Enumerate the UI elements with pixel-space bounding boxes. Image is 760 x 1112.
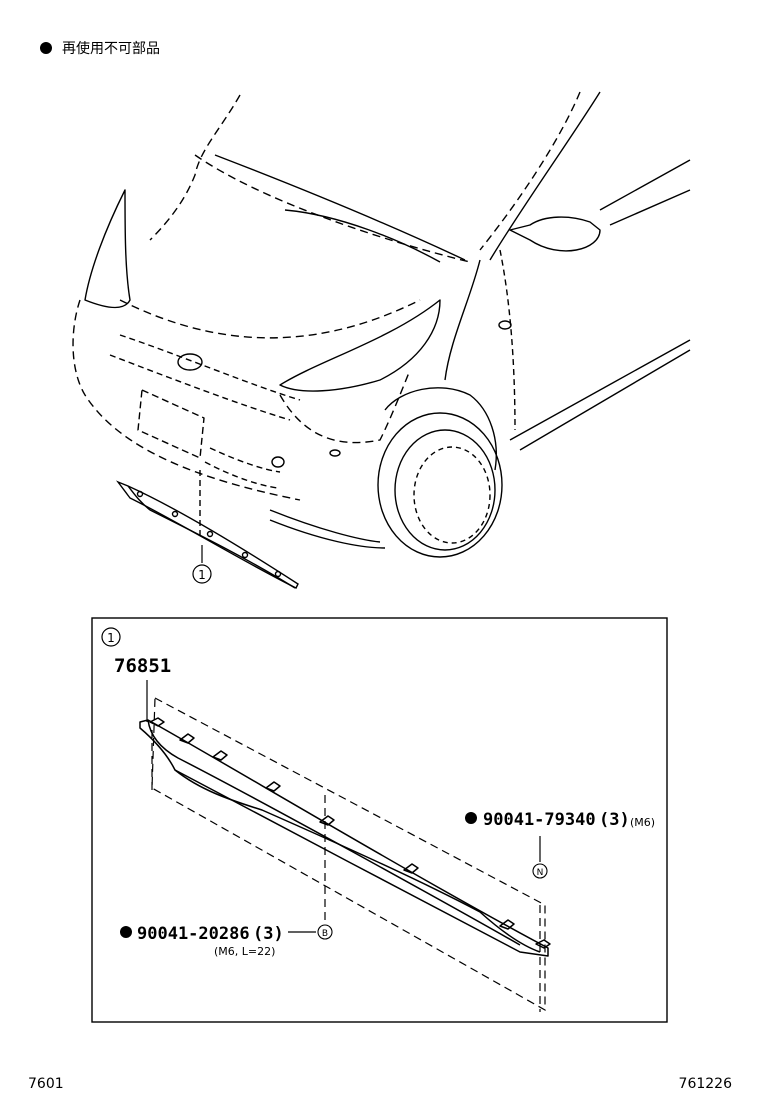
- legend: 再使用不可部品: [40, 38, 160, 58]
- fastener-2-qty: (3): [253, 924, 284, 944]
- detail-frame: [91, 617, 668, 1023]
- fastener-1-qty: (3): [599, 810, 630, 830]
- spoiler-part-large: [139, 717, 551, 957]
- callout-1: 1: [192, 545, 212, 584]
- assembly-envelope: [151, 697, 546, 1012]
- legend-text: 再使用不可部品: [62, 41, 160, 57]
- fastener-1-tag: N: [537, 868, 544, 878]
- non-reusable-bullet-icon: [120, 926, 132, 938]
- tag-b-icon: [317, 924, 333, 940]
- spoiler-part-small: [115, 480, 299, 589]
- fastener-1-spec: (M6): [630, 816, 655, 829]
- part-number-76851: 76851: [114, 655, 171, 677]
- fastener-2-spec: (M6, L=22): [214, 945, 275, 958]
- non-reusable-bullet-icon: [465, 812, 477, 824]
- fastener-79340: 90041-79340 (3) (M6) N: [465, 810, 655, 879]
- fastener-2-tag: B: [322, 929, 328, 939]
- footer-right-code: 761226: [678, 1076, 732, 1092]
- footer-left-code: 7601: [28, 1076, 64, 1092]
- fastener-2-part-number: 90041-20286: [137, 924, 250, 944]
- detail-marker-label: 1: [107, 631, 115, 645]
- fastener-20286: 90041-20286 (3) (M6, L=22) B: [120, 924, 333, 958]
- detail-marker: 1: [101, 627, 121, 647]
- callout-1-label: 1: [198, 568, 206, 582]
- fastener-1-part-number: 90041-79340: [483, 810, 596, 830]
- tag-n-icon: [532, 863, 548, 879]
- non-reusable-bullet-icon: [40, 42, 52, 54]
- car-illustration: [72, 91, 691, 558]
